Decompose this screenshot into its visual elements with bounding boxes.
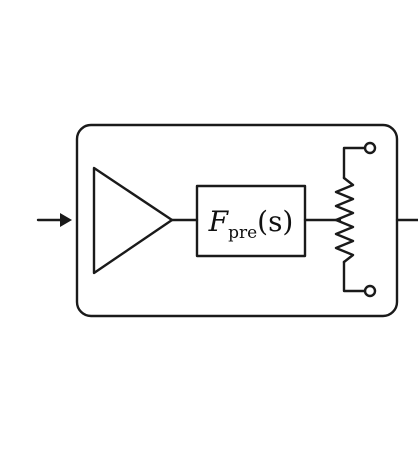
filter-label-main: F <box>208 205 230 238</box>
filter-block: Fpre(s) <box>195 184 307 258</box>
filter-label-subscript: pre <box>228 223 257 243</box>
input-arrow-icon <box>36 213 72 227</box>
enclosure-box <box>75 123 399 318</box>
potentiometer-icon <box>334 141 377 298</box>
filter-label-argument: (s) <box>257 205 293 238</box>
svg-text:Fpre(s): Fpre(s) <box>208 205 294 243</box>
amplifier-triangle-icon <box>92 166 174 275</box>
